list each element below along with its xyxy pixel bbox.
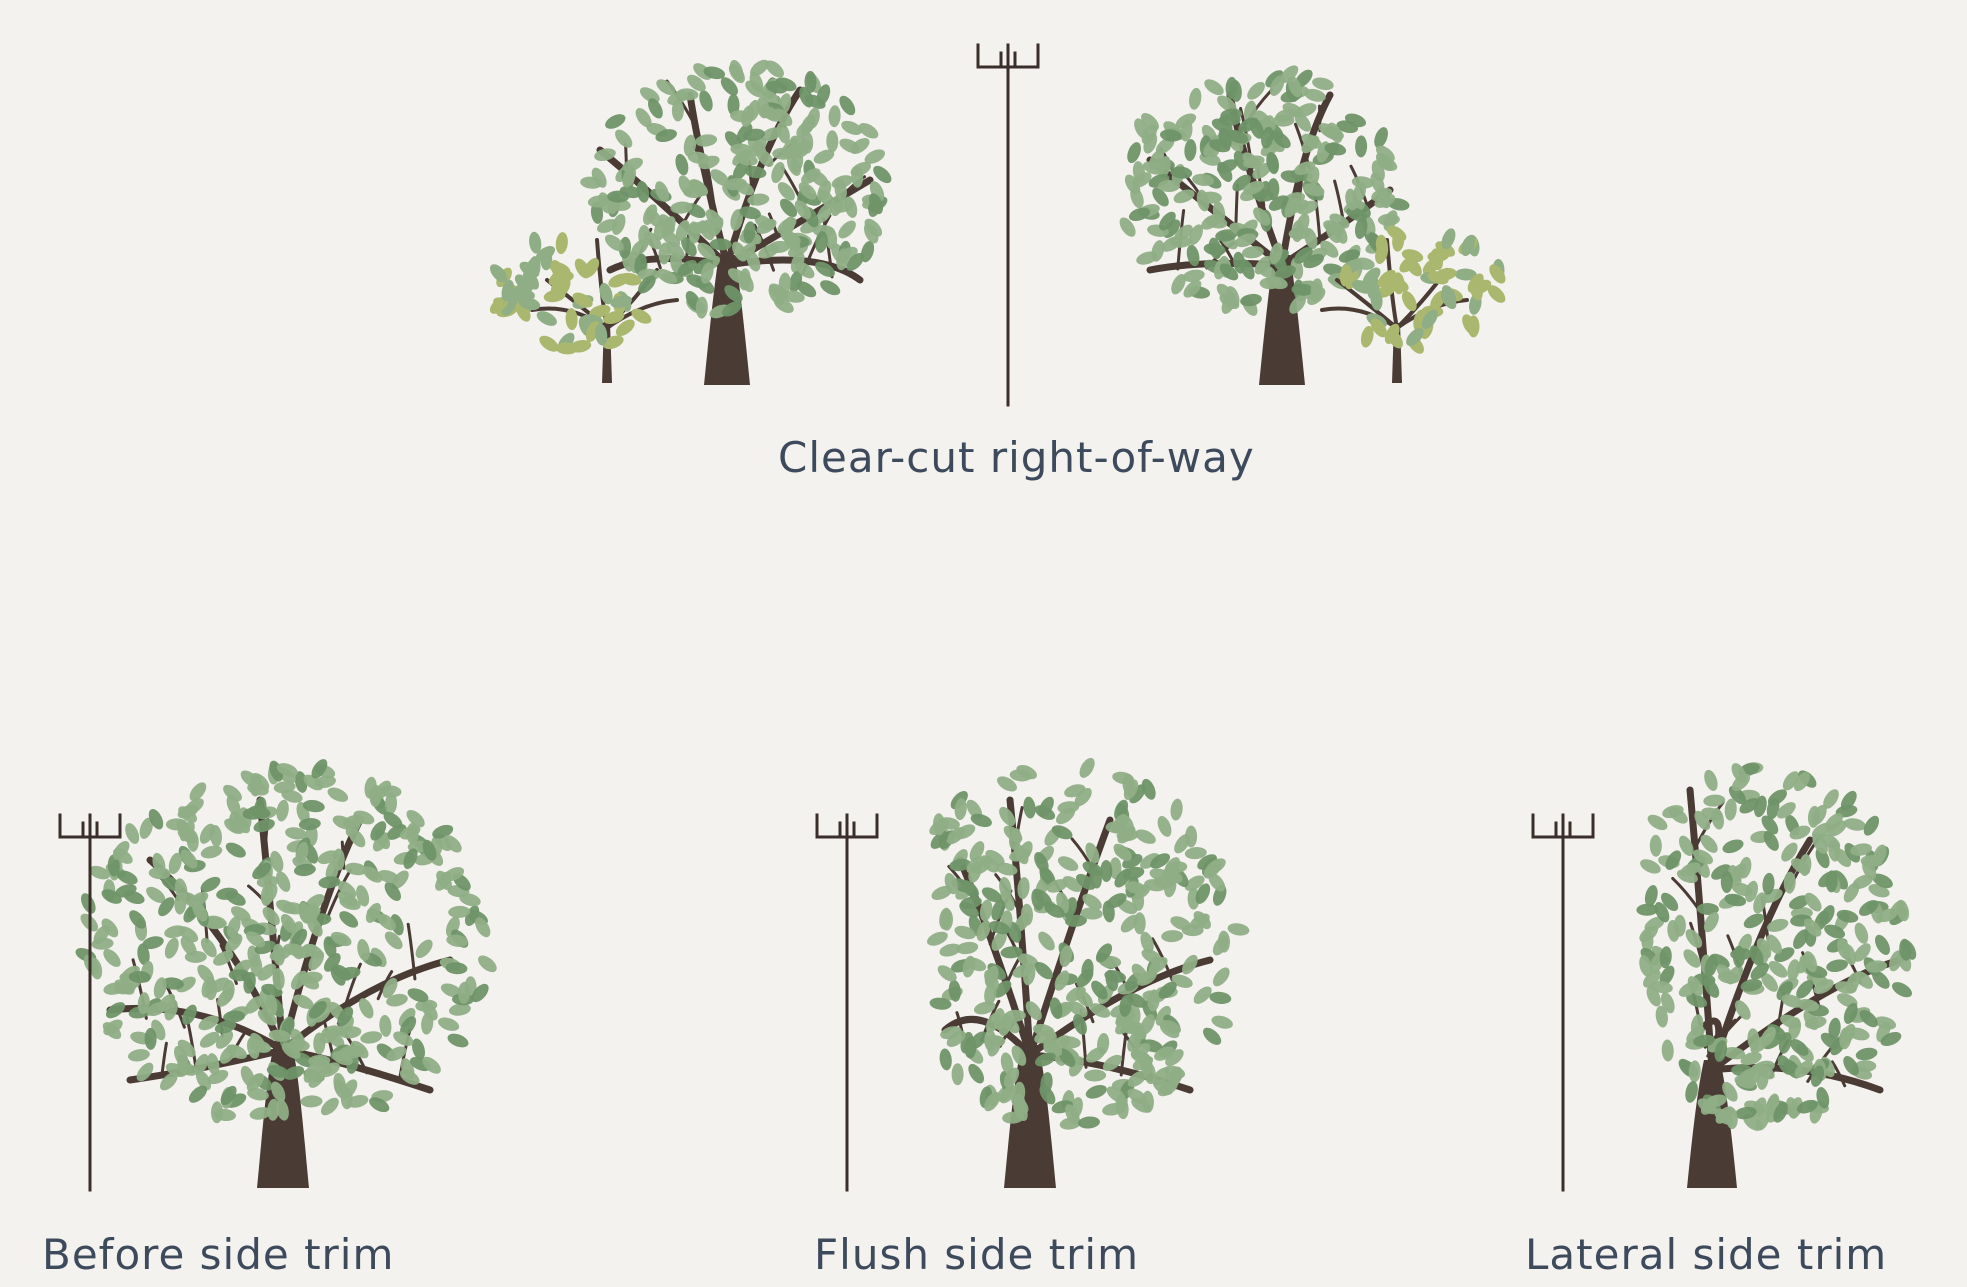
clear-cut-diagram bbox=[489, 43, 1506, 407]
small-tree-icon bbox=[1320, 225, 1506, 383]
tree-icon bbox=[580, 59, 892, 385]
tree-icon bbox=[927, 757, 1250, 1188]
tree-icon bbox=[75, 759, 497, 1188]
utility-pole-icon bbox=[815, 813, 879, 1192]
tree-icon bbox=[1119, 65, 1410, 385]
small-tree-icon bbox=[489, 231, 679, 383]
utility-pole-icon bbox=[58, 813, 122, 1192]
lateral-side-trim-diagram bbox=[1531, 762, 1917, 1192]
flush-side-trim-caption: Flush side trim bbox=[814, 1230, 1140, 1279]
utility-pole-icon bbox=[1531, 813, 1595, 1192]
lateral-side-trim-caption: Lateral side trim bbox=[1525, 1230, 1888, 1279]
before-side-trim-caption: Before side trim bbox=[42, 1230, 395, 1279]
before-side-trim-diagram bbox=[58, 759, 497, 1192]
clear-cut-caption: Clear-cut right-of-way bbox=[778, 433, 1255, 482]
flush-side-trim-diagram bbox=[815, 757, 1250, 1192]
utility-pole-icon bbox=[976, 43, 1040, 407]
tree-icon bbox=[1636, 762, 1917, 1188]
